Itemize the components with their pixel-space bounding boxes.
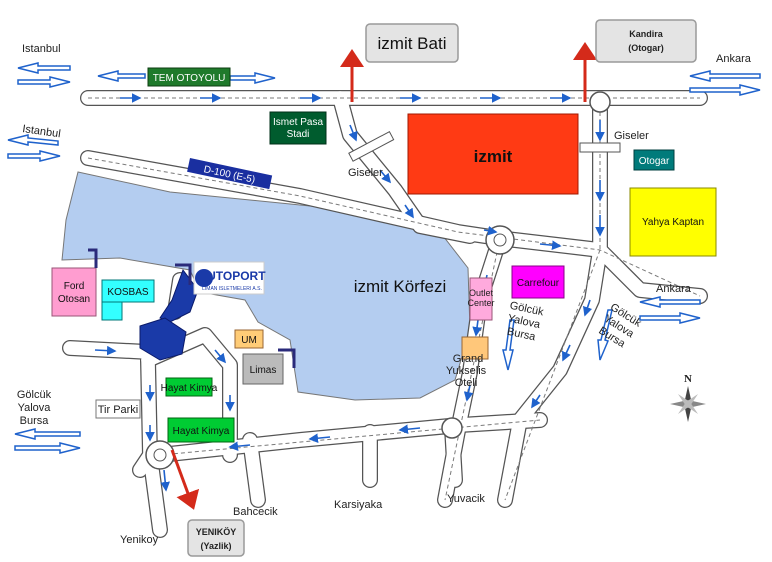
kandira-sign: Kandira (Otogar): [595, 19, 697, 63]
izmit-bati-label: izmit Bati: [378, 34, 447, 53]
golcuk-mid-labels: Gölcük Yalova Bursa: [506, 300, 545, 344]
golcuk-left-3: Bursa: [20, 415, 50, 427]
um-box: UM: [234, 329, 264, 349]
grand-label-2: Yukselis: [446, 365, 487, 377]
stadium-label-2: Stadi: [287, 129, 310, 140]
carrefour-label: Carrefour: [517, 278, 560, 289]
ford-otosan-box: Ford Otosan: [51, 267, 97, 317]
izmit-label: izmit: [474, 147, 513, 166]
limas-box: Limas: [242, 353, 284, 385]
hayat-small-label: Hayat Kimya: [161, 383, 218, 394]
toll-gate-left: [348, 130, 395, 162]
hayat-big-label: Hayat Kimya: [173, 426, 230, 437]
otogar-label: Otogar: [639, 156, 670, 167]
bahcecik-label: Bahcecik: [233, 506, 278, 518]
ford-label-1: Ford: [64, 281, 85, 292]
autoport-sub-text: LIMAN ISLETMELERI A.S.: [202, 286, 262, 292]
north-compass-icon: N: [670, 373, 706, 422]
izmit-city-block: izmit: [407, 113, 579, 195]
kandira-label: Kandira: [629, 29, 664, 39]
limas-label: Limas: [250, 365, 277, 376]
yazlik-label: (Yazlik): [200, 541, 231, 551]
autoport-logo-text: AUTOPORT: [198, 269, 266, 283]
stadium: Ismet Pasa Stadi: [269, 111, 327, 145]
grand-yukselis-hotel: Grand Yukselis Oteli: [446, 336, 489, 389]
hayat-kimya-big: Hayat Kimya: [167, 417, 235, 443]
istanbul-mid-label: Istanbul: [22, 123, 62, 140]
giseler-left-label: Giseler: [348, 167, 383, 179]
north-label: N: [684, 373, 692, 385]
tem-label: TEM OTOYOLU: [153, 73, 226, 84]
gulf-label: izmit Körfezi: [354, 277, 447, 296]
izmit-bati-sign: izmit Bati: [365, 23, 459, 63]
kosbas-box: KOSBAS: [101, 279, 155, 321]
hayat-kimya-small: Hayat Kimya: [161, 377, 218, 397]
carrefour-box: Carrefour: [511, 265, 565, 299]
otogar-box: Otogar: [633, 149, 675, 171]
tem-otoyolu-sign: TEM OTOYOLU: [147, 67, 231, 87]
kosbas-label: KOSBAS: [107, 287, 148, 298]
grand-label-3: Oteli: [455, 377, 478, 389]
yahya-kaptan-box: Yahya Kaptan: [629, 187, 717, 257]
giseler-right-label: Giseler: [614, 130, 649, 142]
um-label: UM: [241, 335, 257, 346]
yuvacik-label: Yuvacik: [447, 493, 485, 505]
tir-label: Tir Parki: [98, 404, 139, 416]
tir-parki-box: Tir Parki: [95, 399, 141, 419]
ankara-mid-label: Ankara: [656, 283, 692, 295]
karsiyaka-label: Karsiyaka: [334, 499, 383, 511]
istanbul-top-label: Istanbul: [22, 43, 61, 55]
stadium-label-1: Ismet Pasa: [273, 117, 323, 128]
outlet-label-1: Outlet: [469, 288, 494, 298]
yenikoy-sign: YENIKÖY (Yazlik): [187, 519, 245, 557]
yenikoy-sign-label: YENIKÖY: [196, 527, 237, 537]
outlet-center-box: Outlet Center: [467, 277, 495, 321]
direction-arrows: [7, 62, 761, 454]
yenikoy-label: Yenikoy: [120, 534, 159, 546]
otogar-sub-label: (Otogar): [628, 43, 664, 53]
golcuk-left-labels: Gölcük Yalova Bursa: [17, 389, 52, 427]
ankara-top-label: Ankara: [716, 53, 752, 65]
golcuk-left-1: Gölcük: [17, 389, 52, 401]
grand-label-1: Grand: [453, 353, 484, 365]
toll-gate-right: [579, 142, 621, 153]
autoport-port: AUTOPORT LIMAN ISLETMELERI A.S.: [88, 248, 296, 368]
golcuk-left-2: Yalova: [18, 402, 52, 414]
outlet-label-2: Center: [467, 298, 494, 308]
yahya-kaptan-label: Yahya Kaptan: [642, 217, 704, 228]
red-arrows: [170, 42, 597, 510]
ford-label-2: Otosan: [58, 294, 90, 305]
